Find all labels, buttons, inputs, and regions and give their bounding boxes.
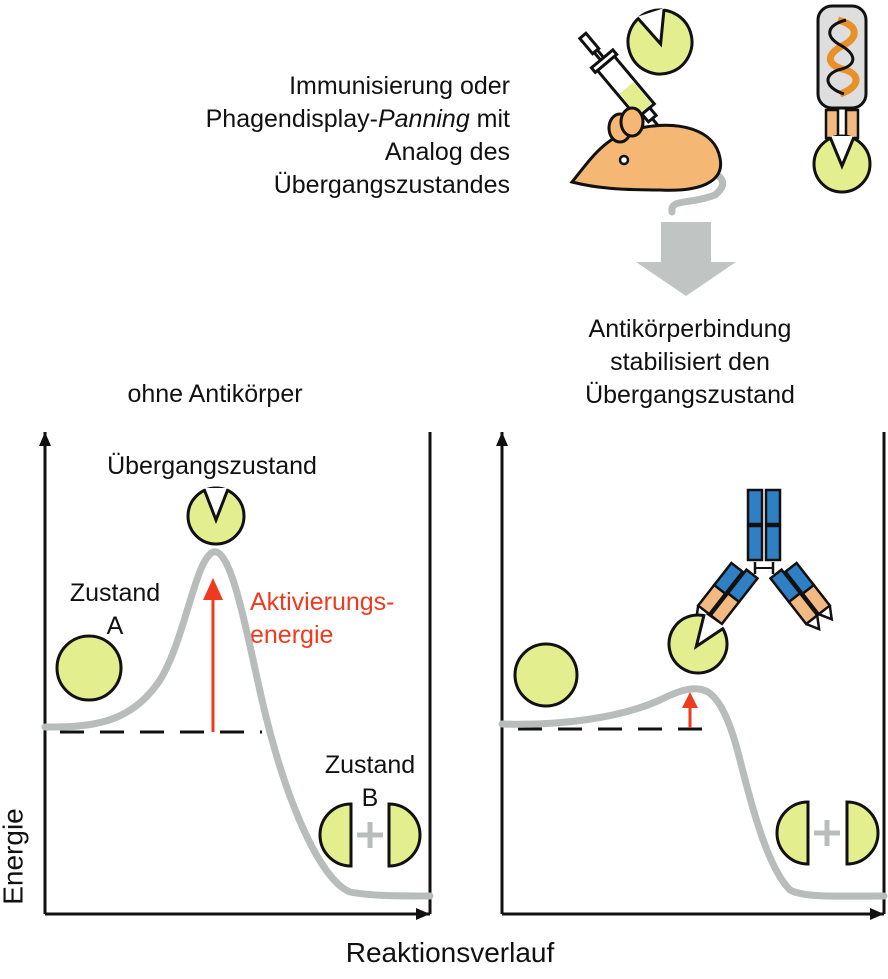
state-b-line-1: Zustand [324, 751, 416, 779]
intro-text: Immunisierung oder Phagendisplay-Panning… [60, 70, 510, 202]
intro-line-1: Immunisierung oder [289, 72, 510, 100]
small-activation-arrow [682, 692, 698, 728]
intro-line-4: Übergangszustandes [273, 171, 510, 199]
right-energy-curve [498, 685, 888, 900]
state-b-halves [318, 802, 422, 868]
activation-arrow [203, 578, 223, 732]
antibody-icon [694, 488, 834, 632]
phage-bound-analog-icon [812, 134, 872, 194]
right-energy-panel [496, 432, 888, 920]
activation-energy-label: Aktivierungs- energie [250, 586, 395, 652]
result-line-2: stabilisiert den [610, 348, 770, 376]
syringe-icon [577, 31, 669, 138]
intro-line-2-italic: Panning [377, 105, 470, 133]
state-a-line-2: A [106, 612, 124, 640]
state-b-line-2: B [361, 784, 379, 812]
process-arrow-icon [636, 222, 736, 296]
left-energy-curve [41, 548, 434, 900]
left-transition-icon [186, 486, 246, 546]
activation-line-1: Aktivierungs- [250, 588, 395, 616]
state-a-label: Zustand A [50, 577, 180, 643]
result-text: Antikörperbindung stabilisiert den Überg… [510, 313, 870, 412]
intro-line-2: Phagendisplay-Panning mit [60, 103, 510, 136]
phage-icon [812, 4, 872, 194]
transition-analog-icon [626, 8, 694, 76]
result-line-1: Antikörperbindung [588, 315, 792, 343]
intro-line-3: Analog des [384, 138, 510, 166]
state-a-line-1: Zustand [69, 579, 161, 607]
x-axis-label: Reaktionsverlauf [345, 937, 555, 968]
result-line-3: Übergangszustand [585, 381, 795, 409]
mouse-icon [569, 106, 727, 216]
intro-line-2-suffix: mit [469, 105, 510, 133]
left-panel-title: ohne Antikörper [127, 380, 303, 408]
intro-line-2-prefix: Phagendisplay- [205, 105, 378, 133]
transition-state-label: Übergangszustand [107, 452, 317, 480]
activation-line-2: energie [250, 621, 334, 649]
state-a-circle [55, 634, 123, 702]
right-state-b-halves [775, 800, 880, 866]
state-b-label: Zustand B [300, 749, 440, 815]
left-energy-panel [39, 432, 434, 920]
bound-transition-icon [667, 613, 729, 675]
right-state-a-circle [513, 642, 579, 708]
